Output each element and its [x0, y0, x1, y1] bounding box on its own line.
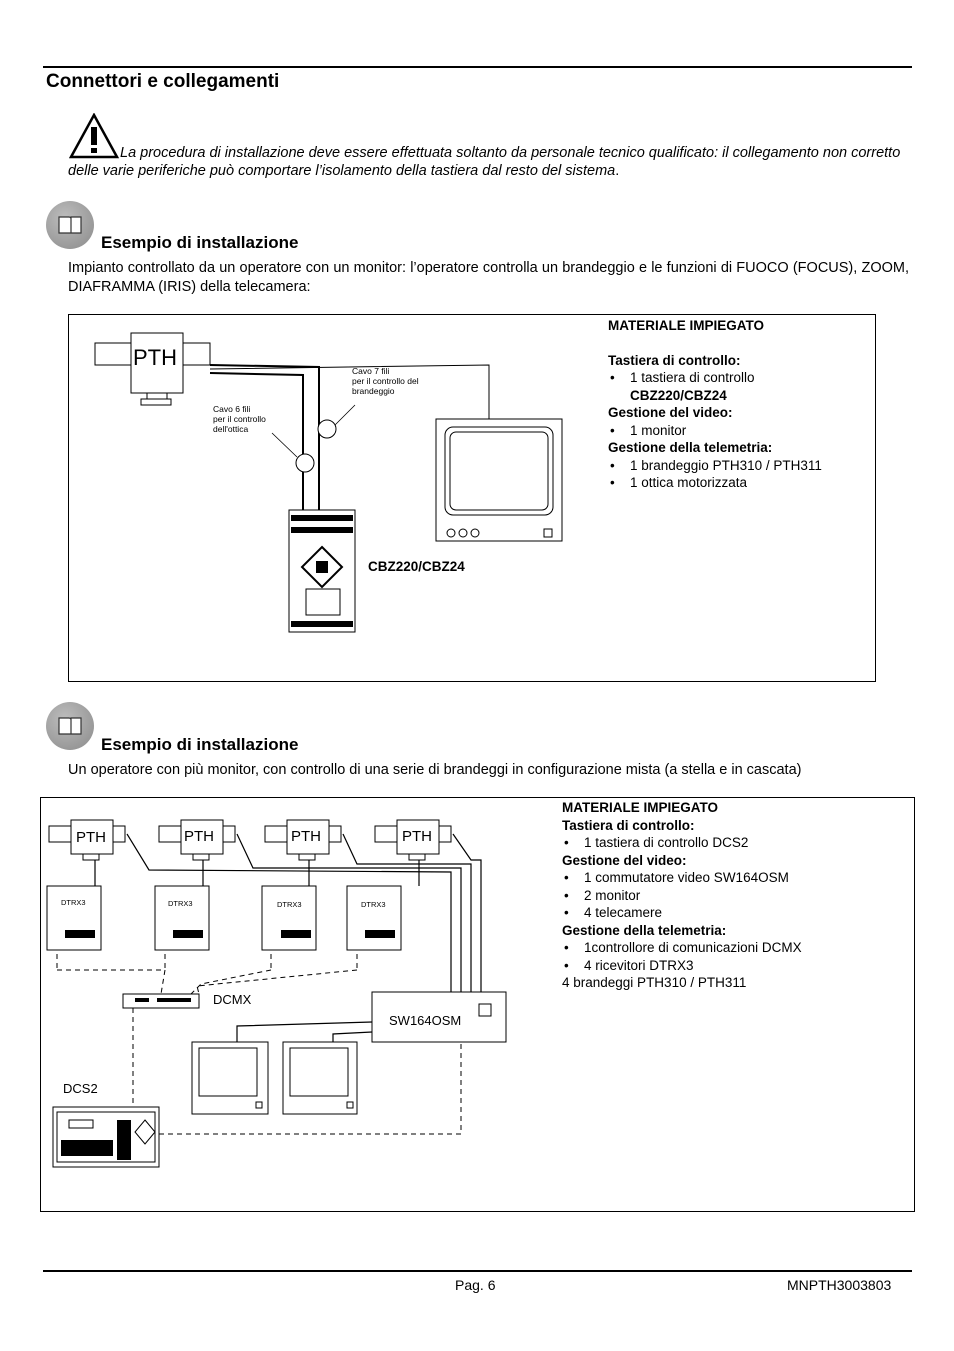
book-icon	[46, 702, 94, 750]
dcmx-label: DCMX	[213, 992, 252, 1007]
pth-label-1: PTH	[76, 829, 106, 846]
materials-item: 1 monitor	[608, 422, 870, 440]
cable6-line3: dell'ottica	[213, 424, 249, 434]
warning-end: .	[615, 163, 620, 179]
document-code: MNPTH3003803	[787, 1277, 892, 1293]
materials-item: 2 monitor	[562, 887, 907, 905]
materials-g1: Tastiera di controllo:	[608, 352, 741, 368]
materials-title: MATERIALE IMPIEGATO	[608, 318, 765, 333]
materials-extra: 4 brandeggi PTH310 / PTH311	[562, 975, 747, 990]
example2-materials: MATERIALE IMPIEGATO Tastiera di controll…	[562, 799, 907, 992]
book-icon	[46, 201, 94, 249]
page-number: Pag. 6	[455, 1277, 496, 1293]
example2-title: Esempio di installazione	[101, 735, 299, 754]
warning-body: La procedura di installazione deve esser…	[68, 145, 901, 179]
materials-item: 4 ricevitori DTRX3	[562, 957, 907, 975]
materials-item: 1 brandeggio PTH310 / PTH311	[608, 457, 870, 475]
pth-label: PTH	[133, 345, 177, 370]
section-title: Connettori e collegamenti	[46, 71, 280, 92]
cable7-line1: Cavo 7 fili	[352, 366, 390, 376]
example2-diagram: PTH PTH PTH PTH DTRX3 DTRX3 DTRX3 DTRX3 …	[40, 797, 915, 1212]
materials-title: MATERIALE IMPIEGATO	[562, 800, 719, 815]
cable6-line1: Cavo 6 fili	[213, 404, 251, 414]
receiver-label-2: DTRX3	[168, 899, 193, 908]
materials-item: 4 telecamere	[562, 904, 907, 922]
materials-g3: Gestione della telemetria:	[608, 440, 773, 455]
cable7-label: Cavo 7 fili per il controllo del brandeg…	[352, 366, 419, 396]
dcs2-label: DCS2	[63, 1081, 98, 1096]
example1-text: Impianto controllato da un operatore con…	[68, 260, 909, 295]
materials-item: 1controllore di comunicazioni DCMX	[562, 939, 907, 957]
pth-label-3: PTH	[291, 828, 321, 845]
materials-g2: Gestione del video:	[562, 852, 687, 868]
example1-title: Esempio di installazione	[101, 233, 299, 252]
pth-label-4: PTH	[402, 828, 432, 845]
example1-drawing	[94, 332, 563, 633]
materials-g1-model: CBZ220/CBZ24	[630, 387, 727, 403]
materials-item: 1 commutatore video SW164OSM	[562, 869, 907, 887]
bottom-rule	[43, 1270, 912, 1272]
materials-g1: Tastiera di controllo:	[562, 817, 695, 833]
materials-item: 1 ottica motorizzata	[608, 474, 870, 492]
receiver-label-3: DTRX3	[277, 900, 302, 909]
materials-g2: Gestione del video:	[608, 405, 733, 420]
cable7-line3: brandeggio	[352, 386, 395, 396]
cable7-line2: per il controllo del	[352, 376, 419, 386]
materials-g3: Gestione della telemetria:	[562, 922, 727, 938]
materials-item: 1 tastiera di controllo DCS2	[562, 834, 907, 852]
switch-label: SW164OSM	[389, 1013, 462, 1028]
example1-materials: MATERIALE IMPIEGATO Tastiera di controll…	[608, 317, 870, 492]
cable6-label: Cavo 6 fili per il controllo dell'ottica	[213, 404, 266, 434]
warning-text: La procedura di installazione deve esser…	[68, 144, 908, 180]
warning-icon	[69, 113, 119, 159]
example2-text: Un operatore con più monitor, con contro…	[68, 762, 802, 778]
top-rule	[43, 66, 912, 68]
pth-label-2: PTH	[184, 828, 214, 845]
example2-drawing	[46, 819, 507, 1168]
keyboard-label: CBZ220/CBZ24	[368, 559, 465, 574]
materials-item: 1 tastiera di controllo	[608, 369, 870, 387]
receiver-label-4: DTRX3	[361, 900, 386, 909]
cable6-line2: per il controllo	[213, 414, 266, 424]
example1-diagram: PTH Cavo 7 fili per il controllo del bra…	[68, 314, 876, 682]
receiver-label-1: DTRX3	[61, 898, 86, 907]
